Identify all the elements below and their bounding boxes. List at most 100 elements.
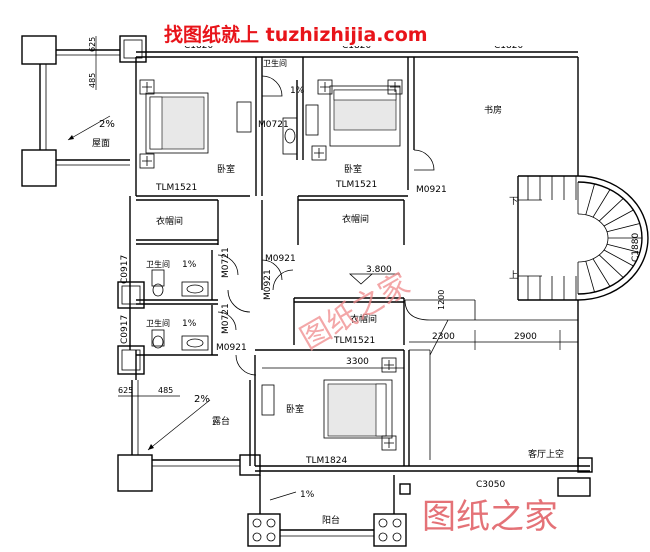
balcony-area: 1% 阳台 — [247, 475, 591, 547]
code-tlm1824: TLM1824 — [305, 456, 347, 466]
dim-2900: 2900 — [514, 332, 537, 342]
balcony-label: 阳台 — [322, 514, 340, 526]
dim-1200: 1200 — [437, 290, 446, 310]
room-labels: 卧室 卧室 书房 衣帽间 衣帽间 衣帽间 卫生间 卫生间 卫生间 卧室 客厅上空 — [146, 58, 564, 460]
nightstand-lamp-icon — [142, 156, 152, 166]
nightstand-lamp-icon — [384, 438, 394, 448]
dim-485-top: 485 — [88, 73, 97, 88]
column-baluster — [392, 518, 402, 528]
nightstand-lamp-icon — [384, 360, 394, 370]
nightstand-lamp-icon — [390, 82, 400, 92]
columns — [252, 518, 402, 542]
room-bedroom-top-mid: 卧室 — [344, 163, 362, 175]
fixtures — [151, 117, 298, 351]
stair-step — [603, 209, 634, 227]
stair-step — [592, 258, 611, 287]
room-living-void: 客厅上空 — [528, 448, 564, 460]
column-baluster — [252, 532, 262, 542]
dim-2300: 2300 — [432, 332, 455, 342]
nightstand-lamp-icon — [142, 82, 152, 92]
stair-step — [603, 249, 634, 267]
bath-slopes: 1% 1% 1% — [182, 86, 305, 329]
terrace-slope: 2% — [194, 394, 210, 405]
nightstand-lamp-icon — [314, 148, 324, 158]
stair-step — [585, 183, 595, 215]
roof-slope: 2% — [99, 119, 115, 130]
roof-area: 2% 屋面 — [21, 35, 147, 187]
dim-625-bot: 625 — [118, 386, 133, 395]
bed-top-left — [145, 92, 209, 154]
bed-bottom — [323, 379, 393, 439]
code-m0721-a: M0721 — [258, 120, 289, 130]
dim-485-bot: 485 — [158, 386, 173, 395]
bath-left-2-slope: 1% — [182, 319, 197, 329]
spiral-stair: 下 上 — [509, 175, 649, 301]
code-c0917-a: C0917 — [120, 255, 130, 284]
terrace-area: 2% 露台 625 485 — [117, 281, 261, 492]
room-closet-mid: 衣帽间 — [342, 213, 369, 225]
room-closet-lower: 衣帽间 — [350, 313, 377, 325]
roof-dims: 625 485 — [88, 36, 97, 90]
code-tlm1521-a: TLM1521 — [155, 183, 197, 193]
level-3800: 3.800 — [366, 265, 392, 275]
stair-step — [598, 254, 624, 278]
interior-walls — [136, 57, 578, 466]
bath-top-slope: 1% — [290, 86, 305, 96]
column-baluster — [266, 532, 276, 542]
room-closet-left: 衣帽间 — [156, 215, 183, 227]
code-m0921-a: M0921 — [416, 185, 447, 195]
bath-left-1-slope: 1% — [182, 260, 197, 270]
nightstand — [311, 145, 327, 161]
opening-codes: C1820 C1820 C1820 TLM1521 TLM1521 TLM152… — [120, 41, 641, 490]
doors — [217, 75, 435, 376]
stair-down-label: 下 — [509, 197, 518, 207]
code-m0921-c: M0921 — [263, 269, 273, 300]
column-baluster — [252, 518, 262, 528]
column-baluster — [392, 532, 402, 542]
room-bedroom-bottom: 卧室 — [286, 403, 304, 415]
nightstand — [381, 435, 397, 451]
room-bath-left-2: 卫生间 — [146, 318, 170, 328]
nightstand — [381, 357, 397, 373]
code-c0917-b: C0917 — [120, 315, 130, 344]
stair-step — [592, 189, 611, 218]
nightstand-lamp-icon — [320, 82, 330, 92]
stair-step — [606, 223, 640, 233]
stair-step — [585, 261, 595, 293]
code-m0721-c: M0721 — [221, 303, 231, 334]
room-bedroom-top-left: 卧室 — [217, 163, 235, 175]
room-study: 书房 — [484, 104, 502, 116]
code-m0921-d: M0921 — [216, 343, 247, 353]
void-lines — [262, 273, 578, 460]
column-baluster — [266, 518, 276, 528]
stair-step — [606, 243, 640, 253]
nightstands — [139, 79, 403, 451]
nightstand — [387, 79, 403, 95]
column-baluster — [378, 532, 388, 542]
column-baluster — [378, 518, 388, 528]
watermark-bottom: 图纸之家 — [422, 497, 558, 537]
terrace-label: 露台 — [212, 415, 230, 427]
code-m0721-b: M0721 — [221, 247, 231, 278]
code-m0921-b: M0921 — [265, 254, 296, 264]
nightstand — [317, 79, 333, 95]
roof-label: 屋面 — [92, 138, 110, 149]
stair-up-label: 上 — [509, 270, 518, 281]
stair-step — [598, 198, 624, 222]
wardrobes — [236, 101, 319, 416]
room-bath-left-1: 卫生间 — [146, 259, 170, 269]
dim-625-top: 625 — [88, 37, 97, 52]
code-tlm1521-b: TLM1521 — [335, 180, 377, 190]
code-c1880: C1880 — [631, 233, 641, 262]
balcony-slope: 1% — [300, 490, 315, 500]
code-c3050: C3050 — [476, 480, 505, 490]
nightstand — [139, 153, 155, 169]
dim-3300: 3300 — [346, 357, 369, 367]
outer-walls — [129, 51, 593, 495]
watermark-top: 找图纸就上 tuzhizhijia.com — [164, 23, 428, 46]
nightstand — [139, 79, 155, 95]
bed-top-mid — [329, 85, 401, 147]
code-tlm1521-c: TLM1521 — [333, 336, 375, 346]
room-bath-top: 卫生间 — [263, 58, 287, 68]
